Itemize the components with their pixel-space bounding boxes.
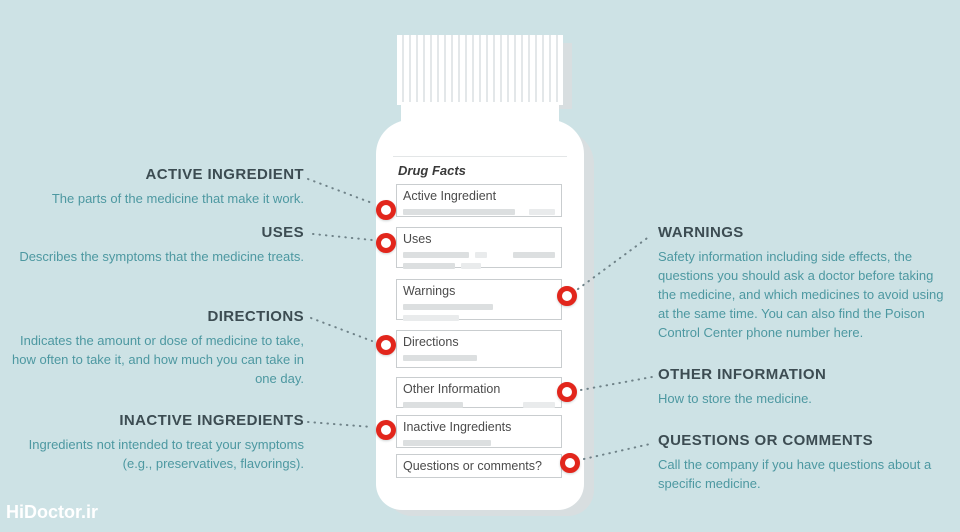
callout-active-ingredient: ACTIVE INGREDIENT The parts of the medic… <box>8 166 304 208</box>
callout-questions-or-comments: QUESTIONS OR COMMENTS Call the company i… <box>658 432 946 493</box>
placeholder-bars <box>403 252 555 258</box>
callout-other-information: OTHER INFORMATION How to store the medic… <box>658 366 946 408</box>
label-section-questions: Questions or comments? <box>396 454 562 478</box>
placeholder-bars <box>403 402 555 408</box>
bottle-neck <box>401 102 559 136</box>
marker-other-information <box>557 382 577 402</box>
placeholder-bars <box>403 209 555 215</box>
callout-body: Call the company if you have questions a… <box>658 457 932 491</box>
callout-heading: ACTIVE INGREDIENT <box>145 166 304 183</box>
marker-active-ingredient <box>376 200 396 220</box>
section-title: Uses <box>403 232 432 246</box>
callout-warnings: WARNINGS Safety information including si… <box>658 224 946 342</box>
connector-uses <box>312 233 373 241</box>
callout-heading: INACTIVE INGREDIENTS <box>119 412 304 429</box>
label-section-inactive-ingredients: Inactive Ingredients <box>396 415 562 448</box>
watermark: HiDoctor.ir <box>6 502 99 522</box>
callout-heading: OTHER INFORMATION <box>658 366 827 383</box>
callout-uses: USES Describes the symptoms that the med… <box>8 224 304 266</box>
section-title: Warnings <box>403 284 456 298</box>
section-title: Other Information <box>403 382 501 396</box>
label-section-other-information: Other Information <box>396 377 562 408</box>
bottle-cap <box>397 35 563 105</box>
callout-directions: DIRECTIONS Indicates the amount or dose … <box>8 308 304 388</box>
label-divider <box>393 156 567 157</box>
marker-warnings <box>557 286 577 306</box>
section-title: Directions <box>403 335 459 349</box>
callout-heading: QUESTIONS OR COMMENTS <box>658 432 874 449</box>
callout-body: Safety information including side effect… <box>658 249 944 340</box>
label-section-warnings: Warnings <box>396 279 562 321</box>
callout-body: Indicates the amount or dose of medicine… <box>12 333 304 386</box>
placeholder-bars <box>403 304 555 310</box>
callout-body: How to store the medicine. <box>658 391 812 406</box>
drug-facts-title: Drug Facts <box>398 163 466 178</box>
callout-heading: WARNINGS <box>658 224 744 241</box>
label-section-directions: Directions <box>396 330 562 368</box>
section-title: Inactive Ingredients <box>403 420 512 434</box>
marker-questions <box>560 453 580 473</box>
label-section-active-ingredient: Active Ingredient <box>396 184 562 217</box>
placeholder-bars <box>403 315 555 321</box>
connector-inactive-ingredients <box>307 421 373 428</box>
placeholder-bars <box>403 440 555 446</box>
callout-inactive-ingredients: INACTIVE INGREDIENTS Ingredients not int… <box>8 412 304 473</box>
connector-directions <box>310 317 373 342</box>
section-title: Active Ingredient <box>403 189 497 203</box>
callout-heading: USES <box>261 224 304 241</box>
marker-inactive-ingredients <box>376 420 396 440</box>
label-section-uses: Uses <box>396 227 562 269</box>
callout-body: Ingredients not intended to treat your s… <box>28 437 304 471</box>
section-title: Questions or comments? <box>403 459 542 473</box>
connector-active-ingredient <box>307 178 373 204</box>
callout-heading: DIRECTIONS <box>207 308 304 325</box>
marker-directions <box>376 335 396 355</box>
placeholder-bars <box>403 355 555 361</box>
callout-body: Describes the symptoms that the medicine… <box>19 249 304 264</box>
placeholder-bars <box>403 263 555 269</box>
marker-uses <box>376 233 396 253</box>
callout-body: The parts of the medicine that make it w… <box>51 191 304 206</box>
